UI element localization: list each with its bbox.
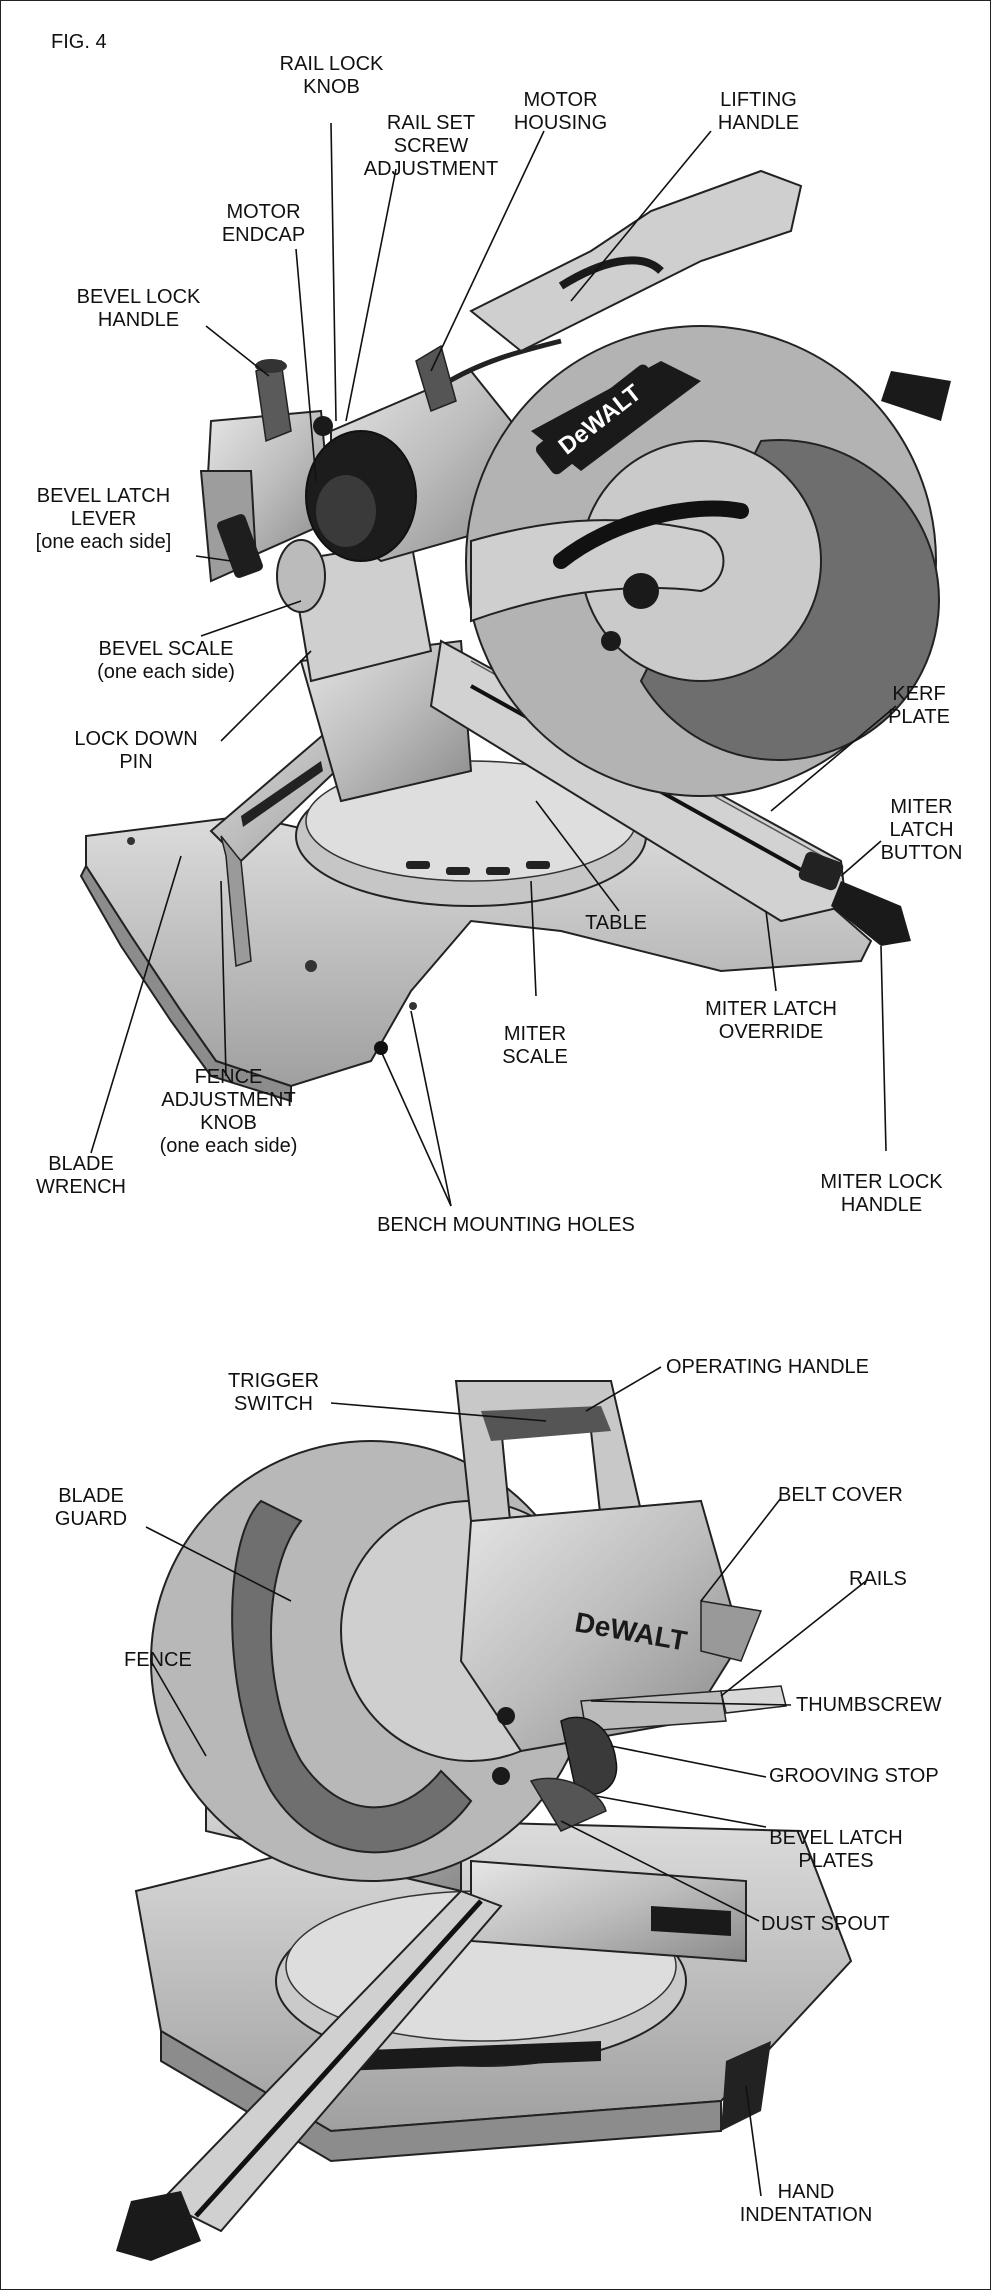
cutting-head xyxy=(465,169,951,797)
label-bevel-scale: BEVEL SCALE(one each side) xyxy=(97,638,235,683)
label-bench-mounting-holes: BENCH MOUNTING HOLES xyxy=(377,1214,635,1236)
figure-label: FIG. 4 xyxy=(51,31,107,53)
leader-lines-top xyxy=(90,122,897,1207)
label-dust-spout: DUST SPOUT xyxy=(761,1913,890,1935)
label-thumbscrew: THUMBSCREW xyxy=(796,1694,942,1716)
label-belt-cover: BELT COVER xyxy=(778,1484,903,1506)
label-operating-handle: OPERATING HANDLE xyxy=(666,1356,869,1378)
label-grooving-stop: GROOVING STOP xyxy=(769,1765,939,1787)
operating-handle-assembly xyxy=(454,1380,787,1832)
miter-saw-top-view: DeWALT xyxy=(79,122,951,1207)
bevel-lock-assembly xyxy=(199,359,333,583)
front-arm xyxy=(116,1889,503,2261)
label-rails: RAILS xyxy=(849,1568,907,1590)
label-table: TABLE xyxy=(585,912,647,934)
label-fence: FENCE xyxy=(124,1649,192,1671)
leader-lines-bottom xyxy=(145,1366,867,2197)
saw-base xyxy=(79,814,873,1103)
bevel-column xyxy=(276,539,473,803)
motor-housing xyxy=(305,338,562,563)
